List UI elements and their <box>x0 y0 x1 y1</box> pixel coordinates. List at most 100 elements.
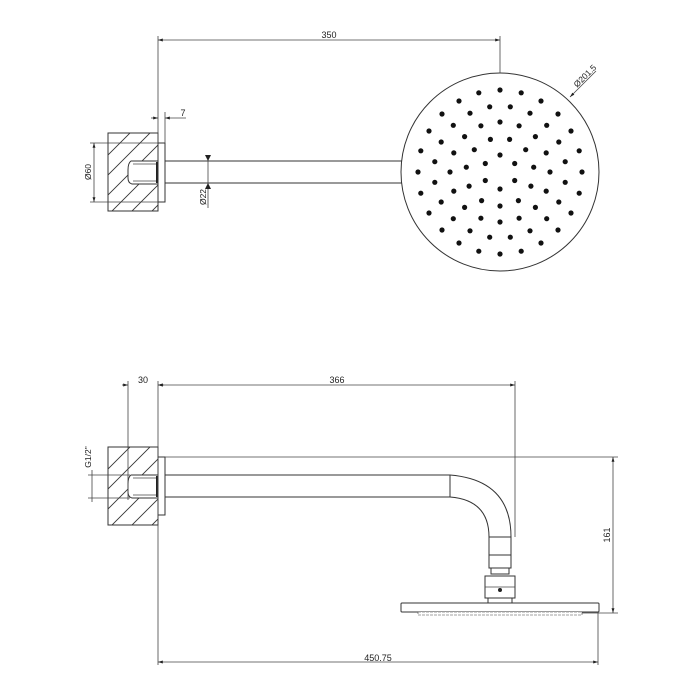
nozzle-dot <box>467 110 473 116</box>
nozzle-dot <box>538 98 544 104</box>
nozzle-dot <box>555 227 561 233</box>
nozzle-dot <box>579 169 585 175</box>
nozzle-dot <box>463 164 469 170</box>
nozzle-dot <box>450 122 456 128</box>
nozzle-dot <box>497 219 503 225</box>
dim-label-diameter-22: Ø22 <box>198 189 208 205</box>
nozzle-dot <box>426 128 432 134</box>
shower-arm-side <box>165 474 516 604</box>
nozzle-dot <box>544 216 550 222</box>
nozzle-dot <box>415 169 421 175</box>
dim-label-450-75: 450.75 <box>364 653 392 663</box>
dim-label-30: 30 <box>138 375 148 385</box>
nozzle-dot <box>476 90 482 96</box>
dim-label-366: 366 <box>329 375 344 385</box>
nozzle-dot <box>512 160 518 167</box>
wall-block-top <box>107 132 159 212</box>
nozzle-dot <box>568 128 574 134</box>
nozzle-dot <box>497 251 503 257</box>
nozzle-dot <box>527 110 533 116</box>
nozzle-dot <box>456 98 462 104</box>
nozzle-dot <box>568 210 574 216</box>
nozzle-dot <box>556 199 562 205</box>
nozzle-dot <box>438 199 444 205</box>
nozzle-dot <box>487 104 493 110</box>
nozzle-dot <box>418 148 424 154</box>
nozzle-dot <box>532 204 539 210</box>
nozzle-dot <box>543 150 549 156</box>
nozzle-dot <box>512 177 518 184</box>
wall-block-side <box>107 446 159 526</box>
nozzle-dot <box>497 87 503 93</box>
nozzle-dot <box>487 234 493 240</box>
dimension-450-75: 450.75 <box>157 612 599 665</box>
nozzle-dot <box>497 152 503 158</box>
nozzle-dot <box>451 150 457 156</box>
nozzle-dot <box>462 204 468 210</box>
nozzle-dot <box>515 198 522 204</box>
dimension-350: 350 <box>157 30 501 143</box>
nozzle-dot <box>478 215 484 221</box>
nozzle-dot <box>523 147 529 153</box>
nozzle-dot <box>467 228 473 234</box>
nozzle-dot <box>562 159 568 165</box>
nozzle-dot <box>487 136 493 142</box>
flange-plate-top <box>157 142 166 203</box>
dim-label-161: 161 <box>602 527 612 542</box>
nozzle-dot <box>432 159 438 165</box>
nozzle-dot <box>576 190 582 196</box>
nozzle-dot <box>451 188 457 194</box>
dimension-thread: G1/2" <box>83 446 130 502</box>
shower-head-side <box>400 602 600 616</box>
nozzle-dot <box>516 123 522 129</box>
nozzle-dot <box>518 90 524 96</box>
nozzle-dot <box>426 210 432 216</box>
nozzle-dot <box>497 186 503 192</box>
flange-plate-side <box>157 456 166 516</box>
nozzle-dot <box>507 136 513 142</box>
nozzle-dot <box>538 240 544 246</box>
dimension-161: 161 <box>165 456 618 614</box>
nozzle-dot <box>432 179 438 185</box>
nozzle-dot <box>544 122 550 128</box>
nozzle-dot <box>547 169 553 175</box>
nozzle-dot <box>476 248 482 254</box>
nozzle-dot <box>450 216 456 222</box>
nozzle-dot <box>562 179 568 185</box>
nozzle-dot <box>482 177 488 184</box>
nozzle-dot <box>543 188 549 194</box>
nozzle-dot <box>482 160 488 167</box>
nozzle-dot <box>456 240 462 246</box>
nozzle-dot <box>528 183 534 189</box>
dim-label-diameter-60: Ø60 <box>83 164 93 180</box>
dim-label-350: 350 <box>321 30 336 40</box>
dim-label-diameter-201-5: Ø201.5 <box>571 62 598 89</box>
nozzle-dot <box>466 183 472 189</box>
dimension-7: 7 <box>151 108 186 143</box>
nozzle-dot <box>478 123 484 129</box>
dimension-diameter-22: Ø22 <box>198 155 211 208</box>
nozzle-dot <box>497 203 503 209</box>
nozzle-dot <box>531 164 537 170</box>
nozzle-dot <box>556 139 562 145</box>
nozzle-dot <box>497 119 503 125</box>
nozzle-dot <box>439 111 445 117</box>
nozzle-dot <box>532 134 539 140</box>
top-view: 350 7 Ø60 Ø22 Ø201.5 <box>83 30 600 272</box>
nozzle-dot <box>507 104 513 110</box>
nozzle-pattern <box>415 87 585 257</box>
dimension-diameter-201-5: Ø201.5 <box>569 62 598 98</box>
nozzle-dot <box>555 111 561 117</box>
shower-arm-top <box>165 160 402 184</box>
shower-head-top <box>400 72 600 272</box>
dim-label-thread: G1/2" <box>83 446 93 467</box>
nozzle-dot <box>479 198 485 204</box>
nozzle-dot <box>447 169 453 175</box>
nozzle-dot <box>418 190 424 196</box>
dimension-diameter-60: Ø60 <box>83 142 158 203</box>
nozzle-dot <box>507 234 513 240</box>
nozzle-dot <box>518 248 524 254</box>
nozzle-dot <box>516 215 522 221</box>
nozzle-dot <box>439 227 445 233</box>
